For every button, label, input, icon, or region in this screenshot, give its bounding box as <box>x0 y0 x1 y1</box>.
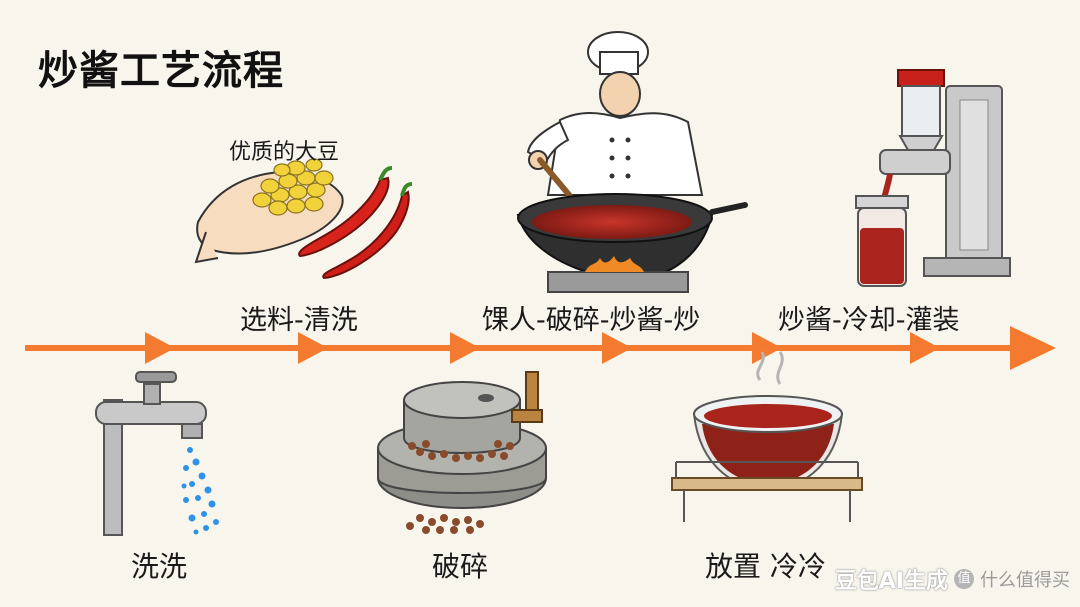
faucet-water-icon <box>95 371 219 536</box>
step-select-wash-label: 选料-清洗 <box>240 305 358 336</box>
smzdm-logo-icon: 值 <box>954 569 974 589</box>
watermark-site: 什么值得买 <box>980 570 1070 591</box>
arrow-head <box>145 332 175 364</box>
step-cool-label: 放置 冷冷 <box>705 550 826 583</box>
arrow-head <box>298 332 328 364</box>
hand-soybeans-icon <box>194 158 344 264</box>
cooling-bowl-icon <box>671 351 863 522</box>
arrow-head <box>910 332 940 364</box>
arrow-head <box>450 332 480 364</box>
step-wash-label: 洗洗 <box>131 550 188 583</box>
chili-pepper-icon <box>298 166 413 280</box>
step-crush-label: 破碎 <box>432 550 489 583</box>
step-cool-fill-label: 炒酱-冷却-灌装 <box>778 305 960 336</box>
chef-wok-icon <box>516 31 748 293</box>
filling-machine-icon <box>879 69 1011 277</box>
sauce-jar-icon <box>855 195 909 287</box>
watermark-brand: 豆包AI生成 <box>834 569 948 594</box>
timeline-arrow <box>25 326 1056 370</box>
arrow-head-final <box>1010 326 1056 370</box>
soybean-note-label: 优质的大豆 <box>229 140 340 165</box>
arrow-head <box>752 332 782 364</box>
arrow-head <box>602 332 632 364</box>
stone-mill-icon <box>377 371 547 534</box>
page-title: 炒酱工艺流程 <box>38 48 284 94</box>
watermark: 豆包AI生成 值 什么值得买 <box>835 563 1070 595</box>
step-crush-fry-label: 馃人-破碎-炒酱-炒 <box>482 305 701 336</box>
